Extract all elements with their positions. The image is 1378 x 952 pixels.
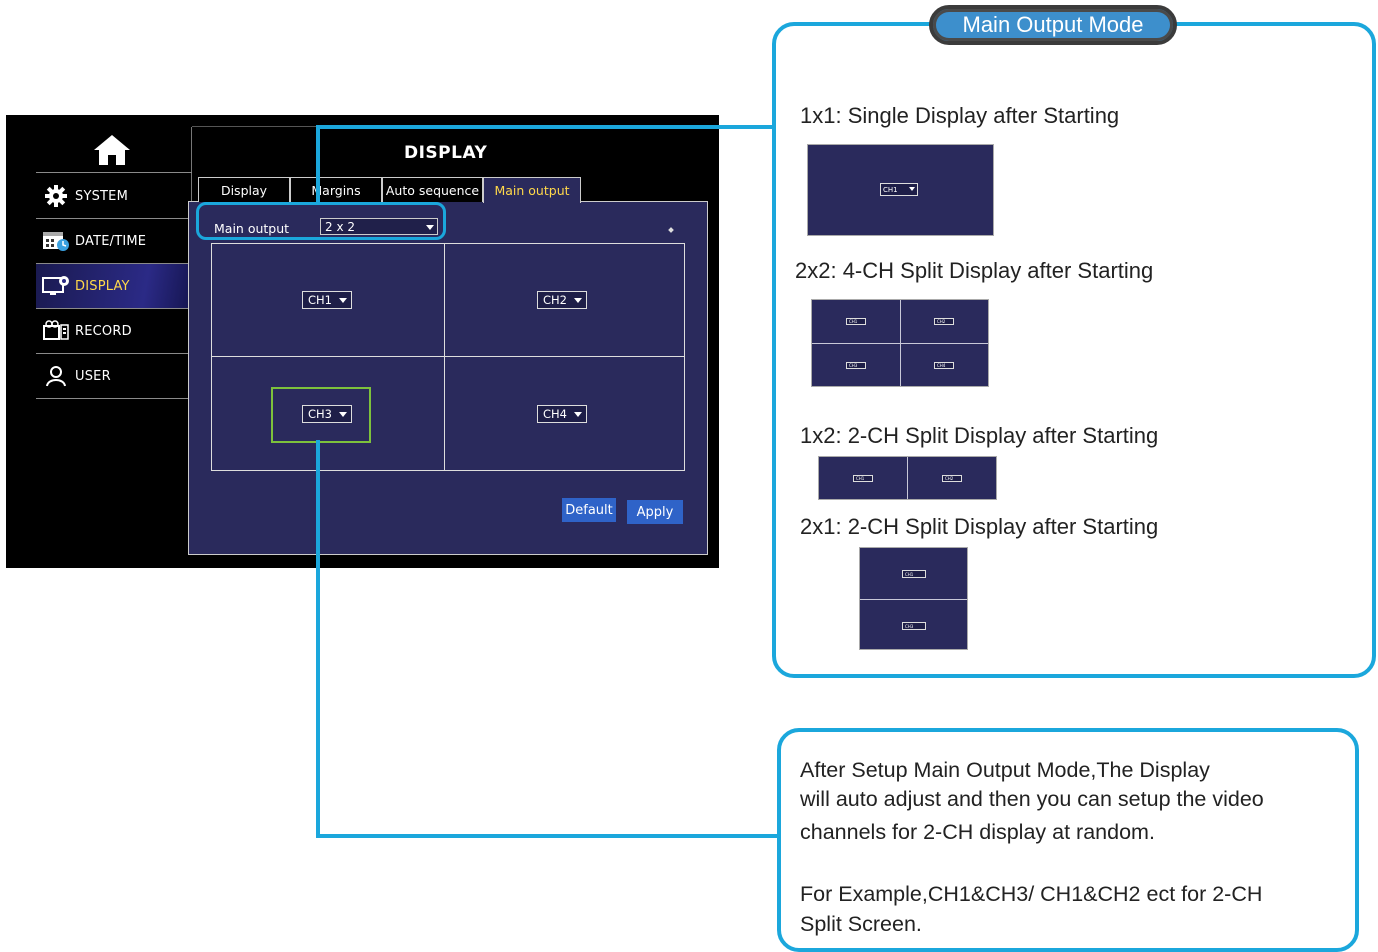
- calendar-clock-icon: [41, 229, 71, 253]
- preview-channel: CH2: [942, 475, 962, 482]
- main-output-value: 2 x 2: [325, 219, 355, 234]
- mode-2x1-text: 2x1: 2-CH Split Display after Starting: [800, 514, 1159, 539]
- monitor-icon: [41, 274, 71, 298]
- channel-select-3[interactable]: CH3: [302, 405, 352, 423]
- settings-panel: [188, 201, 708, 555]
- focus-highlight: [271, 387, 371, 443]
- sidebar-item-label: DATE/TIME: [75, 233, 147, 249]
- preview-channel: CH4: [934, 362, 954, 369]
- apply-button[interactable]: Apply: [627, 500, 683, 524]
- mode-1x1-preview: CH1: [807, 144, 994, 236]
- preview-channel-label: CH3: [905, 623, 914, 629]
- preview-channel: CH1: [853, 475, 873, 482]
- tab-auto-sequence[interactable]: Auto sequence: [382, 177, 483, 202]
- dvr-screen: SYSTEM DATE/TIME DISPLAY RECORD USER DIS…: [6, 115, 719, 568]
- preview-channel-label: CH2: [937, 319, 946, 324]
- channel-label: CH4: [543, 407, 567, 421]
- sidebar-separator: [36, 308, 192, 309]
- sidebar-item-user[interactable]: USER: [36, 354, 191, 398]
- page-title: DISPLAY: [404, 143, 488, 163]
- sidebar-item-label: DISPLAY: [75, 278, 130, 294]
- chevron-down-icon: [574, 298, 582, 303]
- preview-channel-label: CH2: [945, 476, 954, 481]
- main-output-select[interactable]: 2 x 2: [320, 218, 438, 235]
- tab-display[interactable]: Display: [198, 177, 290, 202]
- tab-margins[interactable]: Margins: [290, 177, 382, 202]
- channel-label: CH1: [308, 293, 332, 307]
- connector-line: [316, 125, 320, 205]
- home-icon[interactable]: [92, 133, 132, 167]
- user-icon: [41, 364, 71, 388]
- callout-title: Main Output Mode: [929, 5, 1177, 45]
- note-line: channels for 2-CH display at random.: [800, 820, 1155, 844]
- preview-channel-label: CH1: [883, 185, 898, 194]
- channel-grid: [211, 243, 685, 471]
- chevron-down-icon: [574, 412, 582, 417]
- preview-channel: CH1: [846, 318, 866, 325]
- sidebar-separator: [36, 263, 192, 264]
- preview-channel: CH1: [880, 183, 918, 196]
- tab-main-output[interactable]: Main output: [483, 177, 581, 203]
- default-button[interactable]: Default: [562, 498, 616, 522]
- connector-line: [316, 834, 780, 838]
- note-line: will auto adjust and then you can setup …: [800, 787, 1264, 811]
- chevron-down-icon: [339, 412, 347, 417]
- record-icon: [41, 319, 71, 343]
- sidebar-separator: [36, 353, 192, 354]
- sidebar-separator: [36, 172, 192, 173]
- preview-channel-label: CH1: [849, 319, 858, 324]
- preview-channel-label: CH1: [905, 571, 914, 577]
- preview-channel: CH1: [902, 570, 926, 578]
- sidebar-item-system[interactable]: SYSTEM: [36, 174, 191, 218]
- preview-channel: CH2: [934, 318, 954, 325]
- preview-divider: [812, 343, 988, 344]
- preview-channel-label: CH1: [856, 476, 865, 481]
- note-callout: [777, 728, 1359, 952]
- preview-channel-label: CH4: [937, 363, 946, 368]
- channel-label: CH3: [308, 407, 332, 421]
- sidebar-item-label: SYSTEM: [75, 188, 129, 204]
- note-line: Split Screen.: [800, 912, 922, 936]
- channel-select-2[interactable]: CH2: [537, 291, 587, 309]
- preview-channel: CH3: [846, 362, 866, 369]
- preview-channel-label: CH3: [849, 363, 858, 368]
- grid-divider: [212, 356, 684, 357]
- mode-2x1-preview: CH1 CH3: [859, 547, 968, 650]
- connector-line: [316, 125, 776, 129]
- preview-divider: [860, 599, 967, 600]
- connector-line: [316, 440, 320, 838]
- sidebar-item-record[interactable]: RECORD: [36, 309, 191, 353]
- chevron-down-icon: [339, 298, 347, 303]
- channel-label: CH2: [543, 293, 567, 307]
- mode-2x2-preview: CH1 CH2 CH3 CH4: [811, 299, 989, 387]
- note-line: For Example,CH1&CH3/ CH1&CH2 ect for 2-C…: [800, 882, 1263, 906]
- gear-icon: [41, 184, 71, 208]
- channel-select-1[interactable]: CH1: [302, 291, 352, 309]
- preview-channel: CH3: [902, 622, 926, 630]
- mode-1x1-text: 1x1: Single Display after Starting: [800, 103, 1120, 128]
- sidebar-item-label: RECORD: [75, 323, 132, 339]
- sidebar-separator: [36, 398, 192, 399]
- channel-select-4[interactable]: CH4: [537, 405, 587, 423]
- mode-1x2-preview: CH1 CH2: [818, 456, 997, 500]
- chevron-down-icon: [426, 225, 434, 230]
- mode-1x2-text: 1x2: 2-CH Split Display after Starting: [800, 423, 1159, 448]
- sidebar-item-display[interactable]: DISPLAY: [36, 264, 191, 308]
- preview-divider: [907, 457, 908, 499]
- note-line: After Setup Main Output Mode,The Display: [800, 758, 1210, 782]
- main-output-label: Main output: [214, 221, 290, 236]
- main-output-highlight: [196, 202, 446, 240]
- mode-2x2-text: 2x2: 4-CH Split Display after Starting: [795, 258, 1154, 283]
- sidebar-separator: [36, 218, 192, 219]
- chevron-down-icon: [909, 187, 915, 191]
- sidebar-item-datetime[interactable]: DATE/TIME: [36, 219, 191, 263]
- grid-divider: [444, 244, 445, 470]
- sidebar-item-label: USER: [75, 368, 111, 384]
